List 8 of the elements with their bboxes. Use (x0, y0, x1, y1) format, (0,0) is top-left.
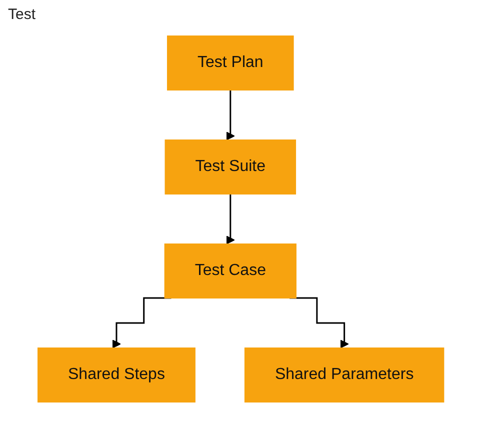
node-box: Test Plan (166, 36, 294, 90)
node-box: Shared Steps (37, 348, 196, 402)
node-box: Test Case (164, 244, 296, 298)
arrow (226, 89, 234, 140)
node-box: Shared Parameters (244, 348, 444, 402)
diagram-title: Test (8, 6, 36, 23)
arrow (226, 193, 234, 244)
node-box: Test Suite (164, 140, 296, 194)
